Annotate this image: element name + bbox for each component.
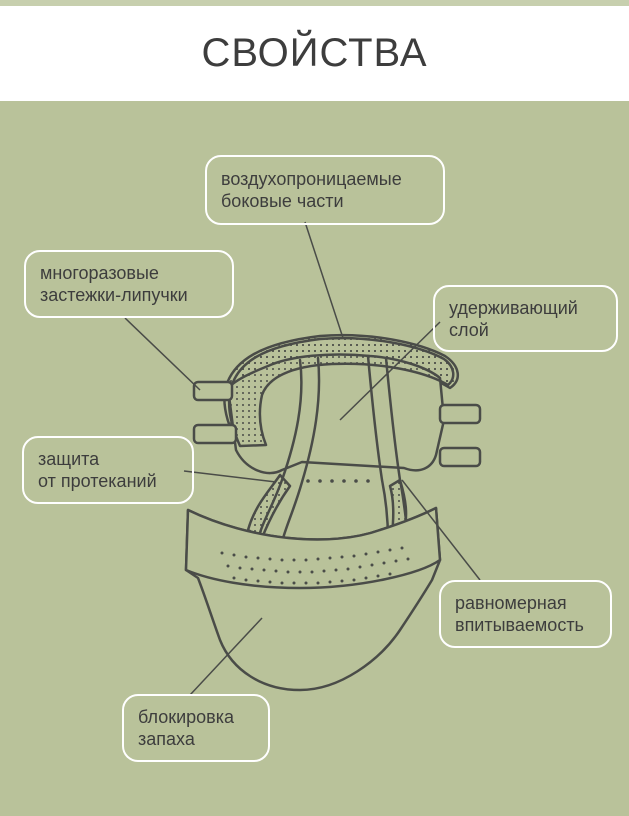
callout-text: защита (38, 449, 100, 469)
callout-text: от протеканий (38, 471, 157, 491)
callout-text: слой (449, 319, 489, 340)
leader-leak (183, 470, 277, 483)
callout-leak-protection: защита от протеканий (22, 436, 194, 504)
callout-text: впитываемость (455, 615, 584, 635)
callout-breathable-sides: воздухопроницаемые боковые части (205, 155, 445, 225)
callout-text: блокировка (138, 707, 235, 727)
left-fastener-bottom (192, 423, 238, 445)
header: СВОЙСТВА (0, 6, 629, 101)
leader-odor (189, 617, 263, 696)
callout-text: запаха (138, 729, 195, 749)
callout-even-absorption: равномерная впитываемость (439, 580, 612, 648)
callout-retaining-layer: удерживающий слой (433, 285, 618, 352)
page-title: СВОЙСТВА (201, 31, 428, 75)
leader-breathable (304, 221, 344, 339)
leader-fasteners (124, 317, 201, 391)
callout-text: удерживающий (449, 297, 578, 318)
callout-reusable-fasteners: многоразовые застежки-липучки (24, 250, 234, 318)
callout-text: воздухопроницаемые (221, 169, 402, 189)
right-fastener-top (438, 403, 482, 425)
leak-guard (246, 473, 292, 540)
front-waistband (184, 506, 442, 590)
top-strip (0, 0, 629, 6)
left-fastener-top (192, 380, 234, 402)
leader-absorb (401, 479, 481, 581)
callout-text: боковые части (221, 191, 344, 211)
callout-text: равномерная (455, 593, 567, 613)
callout-odor-blocking: блокировка запаха (122, 694, 270, 762)
callout-text: многоразовые (40, 263, 159, 283)
core-right-strip (366, 354, 390, 542)
right-fastener-bottom (438, 446, 482, 468)
leader-retaining (339, 321, 441, 421)
callout-text: застежки-липучки (40, 285, 188, 305)
